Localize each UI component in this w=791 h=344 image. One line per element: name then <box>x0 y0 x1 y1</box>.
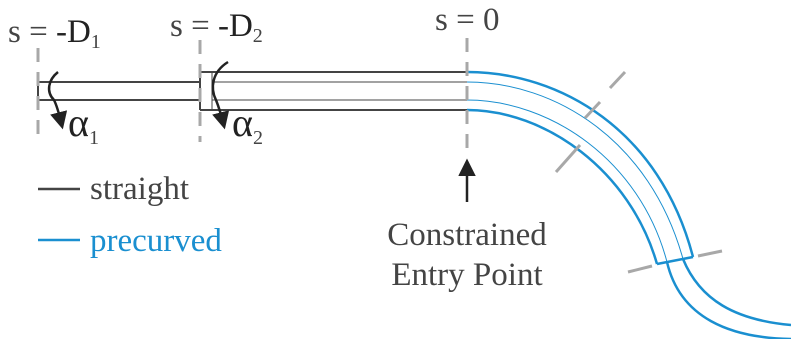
label-s-minus-d2: s = -D2 <box>170 8 263 47</box>
annotation-line-2: Entry Point <box>391 257 542 293</box>
label-s-minus-d1: s = -D1 <box>8 14 101 53</box>
precurved-inner-tube <box>665 258 791 341</box>
precurved-outer-tube <box>466 70 695 266</box>
label-alpha-2: α2 <box>232 100 263 149</box>
legend: straight precurved <box>38 171 222 259</box>
annotation-line-1: Constrained <box>387 217 547 253</box>
legend-precurved-label: precurved <box>90 223 222 259</box>
curve-boundary-marks <box>554 70 723 274</box>
rotation-arrow-1 <box>47 71 68 130</box>
legend-straight-label: straight <box>90 171 189 207</box>
rotation-arrows <box>47 60 230 130</box>
label-s-zero: s = 0 <box>435 2 499 38</box>
label-alpha-1: α1 <box>68 100 99 149</box>
position-markers <box>36 38 469 150</box>
inner-straight-tube <box>37 81 200 101</box>
rotation-arrow-2 <box>211 60 230 130</box>
